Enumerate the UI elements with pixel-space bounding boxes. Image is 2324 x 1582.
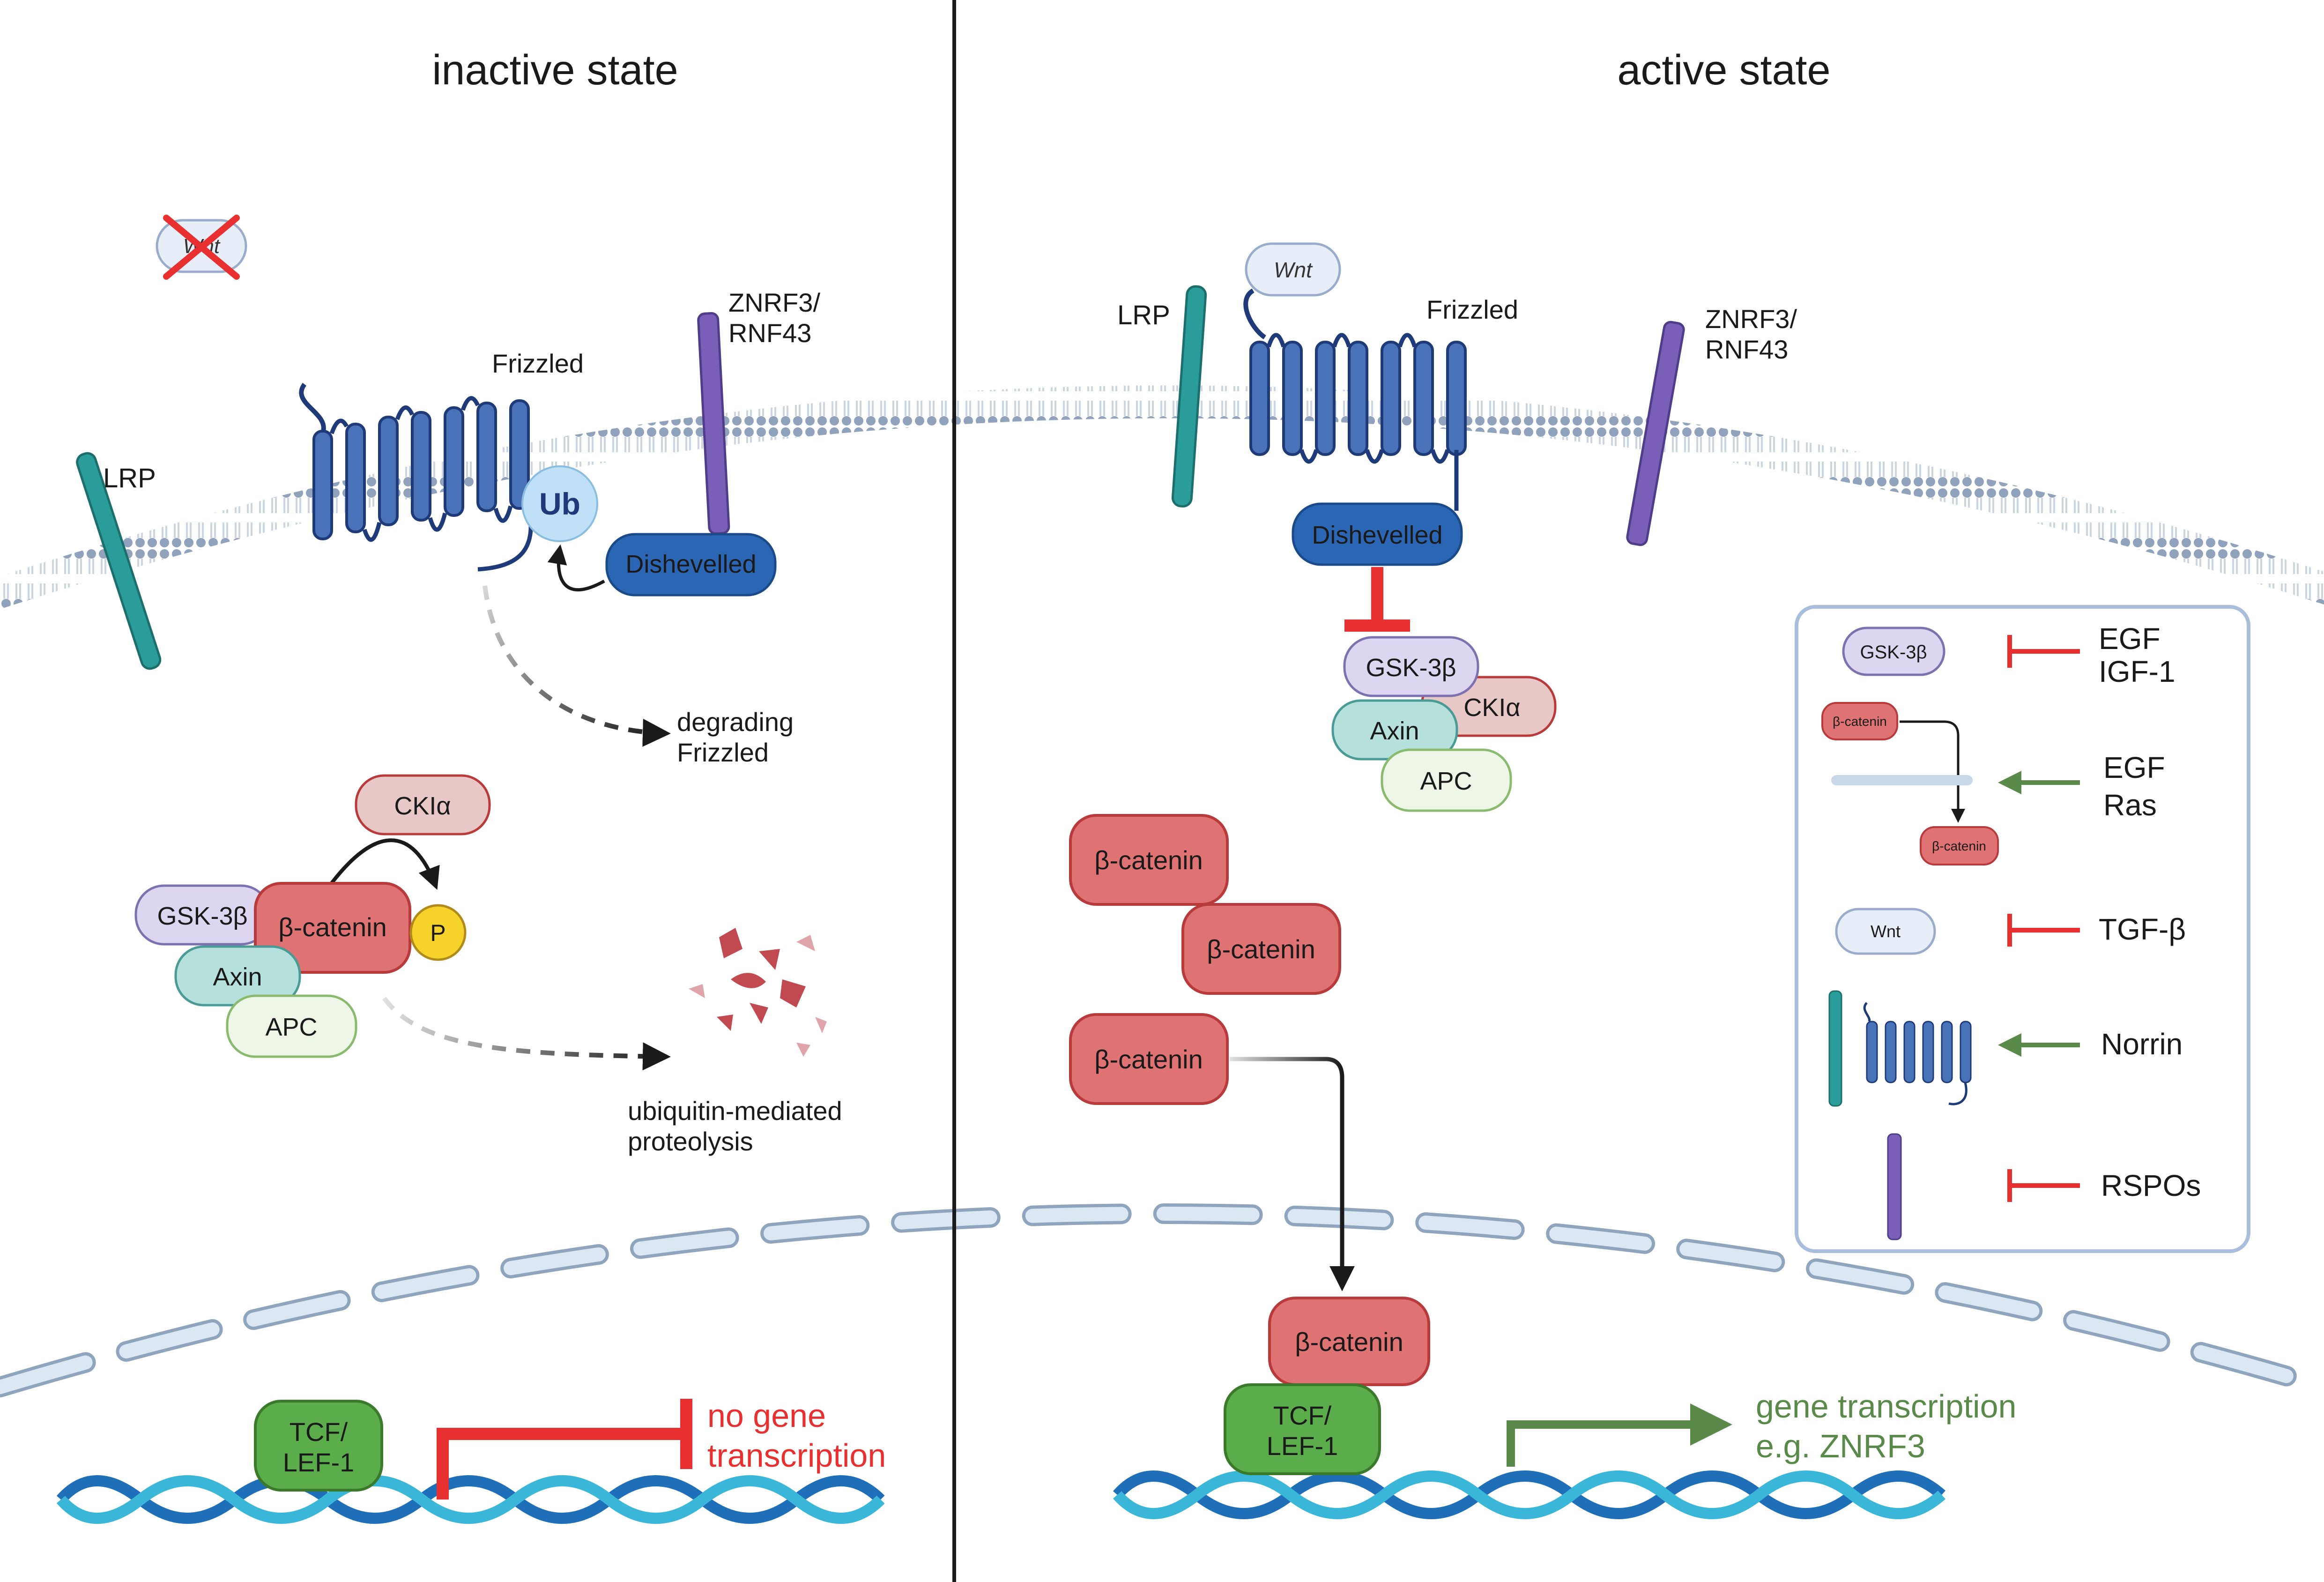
legend-translocation-arrow [1900,720,1965,823]
lrp-label: LRP [103,463,156,493]
svg-text:CKIα: CKIα [1463,694,1520,722]
phosphorylation-arrow [326,838,440,890]
apc-protein: APC [226,994,357,1058]
blocked-transcription-arrow [437,1428,686,1500]
svg-text:APC: APC [265,1013,317,1041]
wnt-regulator-tgfb: TGF-β [2099,912,2186,946]
inactive-state-title: inactive state [432,47,678,94]
proteolysis-arrow [382,997,671,1071]
nuclear-envelope [0,1203,2324,1397]
apc-protein-active: APC [1381,748,1512,812]
legend-beta-catenin-cytoplasm: β-catenin [1821,702,1898,740]
regulators-panel: GSK-3β EGF IGF-1 β-catenin β-catenin EGF… [1795,605,2250,1253]
znrf-regulator-rspos: RSPOs [2101,1169,2201,1202]
legend-wnt: Wnt [1835,908,1936,955]
transcription-arrow [1507,1403,1732,1467]
svg-text:LEF-1: LEF-1 [1267,1431,1338,1461]
frizzled-label: Frizzled [492,349,584,378]
znrf3-label-line2: RNF43 [728,318,811,348]
svg-text:CKIα: CKIα [394,792,451,820]
ub-transfer-arrow [547,544,605,592]
frizzled-label-active: Frizzled [1426,295,1518,324]
gsk3b-protein: GSK-3β [134,884,271,946]
beta-catenin-protein: β-catenin [254,882,411,974]
znrf3-label-active-line2: RNF43 [1705,335,1788,364]
znrf3-receptor [697,312,730,535]
axin-protein-active: Axin [1331,699,1458,761]
beta-catenin-nuclear: β-catenin [1268,1297,1430,1386]
dishevelled-active: Dishevelled [1292,502,1463,566]
legend-beta-catenin-nucleus: β-catenin [1920,826,1999,866]
svg-text:Axin: Axin [1370,717,1419,745]
ubiquitin: Ub [521,465,598,542]
svg-text:β-catenin: β-catenin [1094,845,1203,875]
svg-text:GSK-3β: GSK-3β [1860,642,1927,663]
lrp-label-active: LRP [1117,300,1170,330]
axin-protein: Axin [174,945,301,1007]
legend-znrf3 [1887,1133,1902,1240]
svg-text:APC: APC [1420,767,1472,795]
lrp-receptor [76,452,162,670]
protein-fragments [689,928,827,1057]
beta-catenin-free-2: β-catenin [1181,903,1341,995]
destruction-complex-active: CKIα GSK-3β Axin APC [1331,636,1557,812]
svg-text:LEF-1: LEF-1 [283,1448,355,1477]
svg-text:Wnt: Wnt [1871,922,1901,941]
dna-helix-active [1113,1470,1945,1519]
degrading-label-line1: degrading [677,707,794,737]
no-transcription-line2: transcription [707,1437,886,1474]
svg-text:TCF/: TCF/ [1273,1401,1332,1430]
beta-catenin-free-3: β-catenin [1069,1013,1229,1105]
bcat-regulator-ras: Ras [2103,788,2157,822]
lrp-receptor-active [1171,285,1207,507]
degradation-arrow [483,585,671,747]
ckia-protein: CKIα [355,774,491,836]
ub-label: Ub [539,486,580,521]
beta-catenin-free-1: β-catenin [1069,814,1229,906]
svg-text:GSK-3β: GSK-3β [157,902,247,930]
svg-text:Dishevelled: Dishevelled [1312,521,1442,549]
legend-gsk3b: GSK-3β [1842,627,1945,676]
nuclear-translocation-arrow [1230,1057,1355,1291]
svg-text:TCF/: TCF/ [290,1417,348,1447]
gsk-regulator-igf1: IGF-1 [2099,655,2176,688]
svg-text:β-catenin: β-catenin [1295,1327,1403,1357]
dishevelled-label: Dishevelled [625,550,756,578]
proteolysis-label-line1: ubiquitin-mediated [628,1096,842,1126]
frizzled-receptor-active [1243,288,1467,511]
degrading-label-line2: Frizzled [677,738,769,767]
active-state-title: active state [1617,47,1830,94]
frizzled-receptor [299,383,533,572]
svg-text:Wnt: Wnt [1274,258,1313,282]
proteolysis-label-line2: proteolysis [628,1127,753,1156]
svg-text:β-catenin: β-catenin [1833,714,1887,729]
znrf3-label-active-line1: ZNRF3/ [1705,304,1797,334]
gene-transcription-line1: gene transcription [1756,1388,2016,1425]
phosphate-group: P [409,904,467,961]
dna-helix [56,1475,885,1524]
svg-text:Axin: Axin [213,963,262,991]
gsk3b-protein-active: GSK-3β [1343,636,1479,697]
receptor-regulator-norrin: Norrin [2101,1027,2183,1061]
dishevelled: Dishevelled [605,533,777,597]
bcat-regulator-egf: EGF [2103,751,2165,784]
znrf3-label-line1: ZNRF3/ [728,288,820,317]
tcf-lef1-active: TCF/ LEF-1 [1224,1383,1381,1475]
znrf3-receptor-active [1626,321,1685,546]
svg-text:P: P [430,920,445,946]
svg-text:β-catenin: β-catenin [278,912,386,942]
destruction-complex: CKIα GSK-3β β-catenin P Axin APC [134,774,491,1058]
gene-transcription-line2: e.g. ZNRF3 [1756,1428,1925,1464]
svg-text:β-catenin: β-catenin [1932,839,1986,853]
no-transcription-line1: no gene [707,1397,826,1434]
svg-text:GSK-3β: GSK-3β [1366,654,1456,682]
gsk-regulator-egf: EGF [2099,622,2161,656]
cell-membrane [0,385,2324,609]
svg-text:β-catenin: β-catenin [1094,1045,1203,1074]
wnt-ligand-bound: Wnt [1245,242,1341,297]
wnt-absent: Wnt [156,215,247,280]
svg-text:β-catenin: β-catenin [1207,934,1315,964]
tcf-lef1: TCF/ LEF-1 [254,1400,383,1492]
legend-receptor-complex [1828,990,1972,1107]
